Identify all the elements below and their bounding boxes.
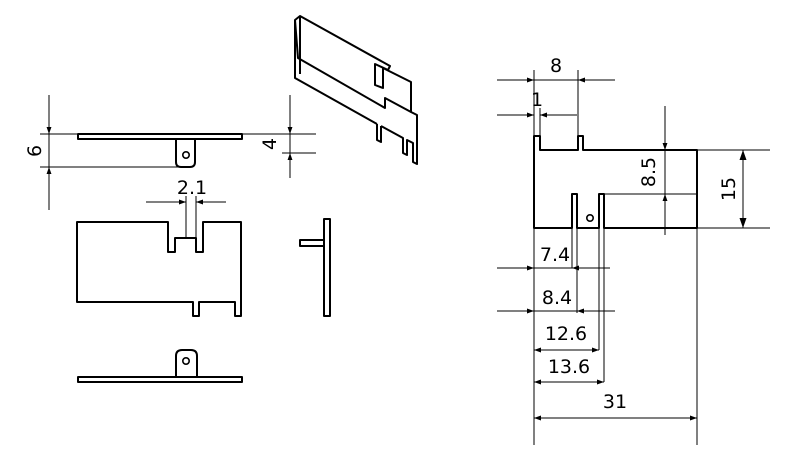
dim-15-label: 15 <box>718 177 740 201</box>
bottom-view <box>77 349 243 383</box>
dimensioned-front-view <box>533 135 698 229</box>
dimension-7-4: 7.4 <box>497 244 610 271</box>
dim-31-label: 31 <box>603 391 627 413</box>
dim-8-5-label: 8.5 <box>638 157 660 187</box>
dim-1-label: 1 <box>531 89 543 111</box>
dim-13-6-label: 13.6 <box>548 356 590 378</box>
dimension-1: 1 <box>497 89 577 136</box>
dim-4-label: 4 <box>259 138 281 150</box>
dimension-15: 15 <box>697 149 770 229</box>
dimension-13-6: 13.6 <box>534 356 604 385</box>
dimension-2-1: 2.1 <box>146 177 226 238</box>
dim-2-1-label: 2.1 <box>177 177 207 199</box>
dim-6-label: 6 <box>24 145 46 157</box>
dimension-6: 6 <box>24 95 178 210</box>
dim-8-label: 8 <box>550 55 562 77</box>
dimension-12-6: 12.6 <box>534 323 599 353</box>
top-view <box>77 133 243 168</box>
dim-7-4-label: 7.4 <box>540 244 570 266</box>
front-view <box>76 221 242 317</box>
isometric-view <box>294 15 418 165</box>
dimension-31: 31 <box>534 391 697 421</box>
dimension-4: 4 <box>240 95 316 178</box>
dim-8-4-label: 8.4 <box>542 287 572 309</box>
dim-12-6-label: 12.6 <box>545 323 587 345</box>
dimension-8: 8 <box>497 55 615 136</box>
side-view <box>299 218 331 317</box>
right-view-extension-lines <box>533 228 698 445</box>
dimension-8-5: 8.5 <box>604 106 697 235</box>
dimension-8-4: 8.4 <box>497 287 615 314</box>
